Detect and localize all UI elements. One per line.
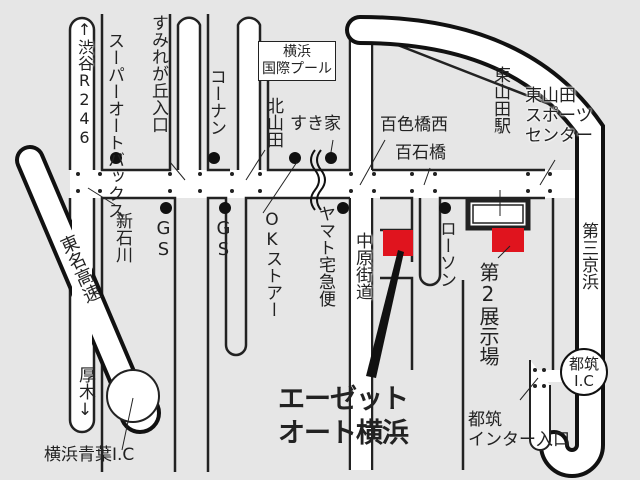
destination-label: エーゼット オート横浜 [278, 384, 409, 449]
ok-store-label: OKストアー [262, 210, 282, 318]
daisan-keihin-label: 第三京浜 [578, 222, 598, 290]
lawson-label: ローソン [436, 220, 456, 288]
showroom2-label: 第2展示場 [476, 262, 500, 366]
kitayamada-label: 北山田 [263, 97, 283, 148]
pool-label: 横浜 国際プール [258, 41, 336, 81]
sumiregaoka-label: すみれが丘入口 [148, 14, 168, 133]
tsuzuki-ic-label: 都筑 I.C [560, 348, 608, 396]
tsuzuki-entrance-label: 都筑 インター入口 [468, 410, 570, 450]
konan-label: コーナン [206, 68, 226, 136]
atsugi-label: 厚木↓ [75, 366, 95, 420]
shin-ishikawa-label: 新石川 [112, 212, 132, 263]
sports-center-label: 東山田 スポーツ センター [525, 86, 593, 146]
main-road [70, 170, 590, 198]
r246-label: ↑渋谷R246 [75, 20, 94, 147]
gs1-label: GS [153, 218, 174, 260]
sukiya-label: すき家 [290, 114, 341, 134]
aoba-ic-label: 横浜青葉I.C [44, 445, 135, 465]
gs2-label: GS [213, 218, 234, 260]
momoishibashi-label: 百石橋 [395, 143, 446, 163]
momoirobashi-nishi-label: 百色橋西 [380, 115, 448, 135]
super-autobacs-label: スーパーオートバックス [104, 32, 124, 219]
higashiyamada-station-label: 東山田駅 [490, 66, 510, 134]
yamato-label: ヤマト宅急便 [315, 205, 335, 307]
nakahara-kaido-label: 中原街道 [352, 232, 372, 300]
